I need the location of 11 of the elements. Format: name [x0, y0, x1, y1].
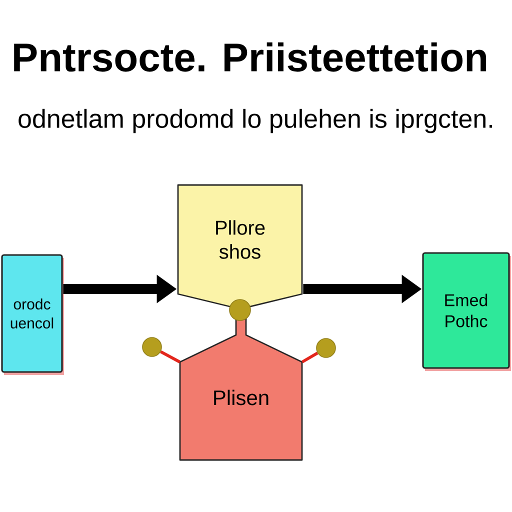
- title: Pntrsocte. Priisteettetion: [14, 42, 486, 72]
- dot: [316, 338, 336, 358]
- pentagon-box: Pllore shos: [177, 184, 303, 310]
- connector-line: [160, 350, 180, 364]
- connector-line: [301, 352, 318, 364]
- house-box: Plisen: [179, 311, 303, 461]
- process-box: orodc uencol: [1, 254, 64, 375]
- dot: [142, 337, 162, 357]
- subtitle: odnetlam prodomd lo pulehen is iprgcten.: [18, 108, 492, 134]
- dot: [229, 299, 251, 321]
- process-box: Emed Pothc: [422, 252, 511, 371]
